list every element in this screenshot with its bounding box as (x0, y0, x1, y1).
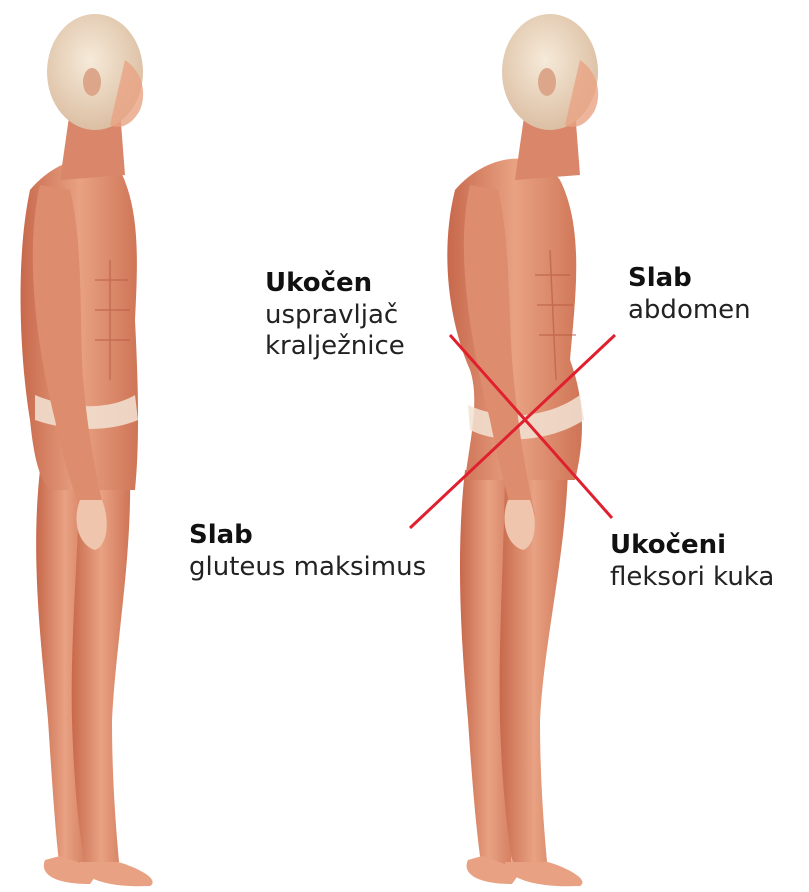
label-line: uspravljač (265, 300, 405, 332)
figure-pelvic-tilt (447, 14, 598, 886)
label-title: Slab (628, 263, 751, 295)
label-line: fleksori kuka (610, 562, 774, 594)
label-title: Ukočen (265, 268, 405, 300)
right-figure-ear (538, 68, 556, 96)
right-figure-foot-front (505, 862, 582, 886)
label-line: abdomen (628, 295, 751, 327)
left-figure-ear (83, 68, 101, 96)
label-weak-abdomen: Slab abdomen (628, 263, 751, 326)
figure-normal-posture (21, 14, 153, 886)
label-title: Ukočeni (610, 530, 774, 562)
label-title: Slab (189, 520, 426, 552)
label-stiff-hip-flexors: Ukočeni fleksori kuka (610, 530, 774, 593)
label-weak-gluteus: Slab gluteus maksimus (189, 520, 426, 583)
label-stiff-erector-spinae: Ukočen uspravljač kralježnice (265, 268, 405, 363)
label-line: kralježnice (265, 331, 405, 363)
label-line: gluteus maksimus (189, 552, 426, 584)
